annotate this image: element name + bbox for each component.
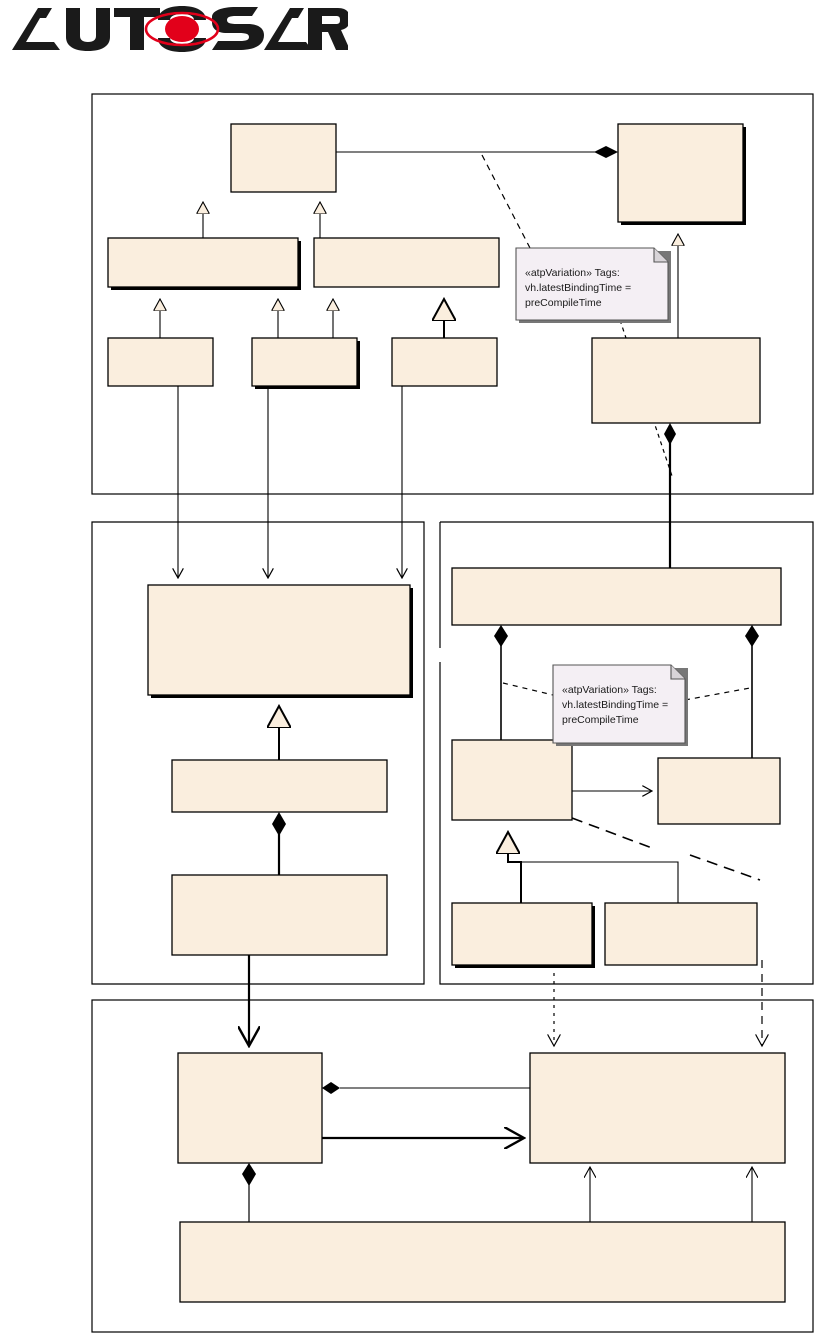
connectors-middle-right-to-bottom xyxy=(554,960,762,1046)
class-box-rect[interactable] xyxy=(391,337,498,387)
uml-note-fold-icon xyxy=(670,665,685,680)
uml-note-line: «atpVariation» Tags: xyxy=(525,267,620,279)
class-box[interactable] xyxy=(529,1052,786,1164)
class-box-rect[interactable] xyxy=(179,1221,786,1303)
class-box[interactable] xyxy=(451,902,595,968)
class-box-rect[interactable] xyxy=(591,337,761,424)
class-box-rect[interactable] xyxy=(107,337,214,387)
frame-bottom xyxy=(91,999,814,1333)
class-box-rect[interactable] xyxy=(451,567,782,626)
class-box[interactable] xyxy=(147,584,413,698)
class-box[interactable] xyxy=(657,757,781,825)
class-box[interactable] xyxy=(451,567,782,626)
class-box-rect[interactable] xyxy=(451,902,593,966)
class-box[interactable] xyxy=(451,739,573,821)
connectors-top-to-middle-left xyxy=(178,386,402,578)
uml-note-fold-icon xyxy=(653,248,668,263)
class-box[interactable] xyxy=(617,123,746,225)
connectors-bottom-frame xyxy=(242,1082,752,1222)
note-layer: «atpVariation» Tags: vh.latestBindingTime… xyxy=(515,247,688,746)
class-box[interactable] xyxy=(391,337,498,387)
class-box[interactable] xyxy=(179,1221,786,1303)
uml-note-line: «atpVariation» Tags: xyxy=(562,684,657,696)
class-box-rect[interactable] xyxy=(451,739,573,821)
class-box[interactable] xyxy=(313,237,500,288)
class-box-rect[interactable] xyxy=(313,237,500,288)
class-box-rect[interactable] xyxy=(171,874,388,956)
uml-note[interactable]: «atpVariation» Tags: vh.latestBindingTime… xyxy=(552,664,688,746)
uml-note-line: vh.latestBindingTime = xyxy=(525,282,631,294)
frame-middle-right xyxy=(439,521,814,985)
class-box-rect[interactable] xyxy=(230,123,337,193)
class-box-rect[interactable] xyxy=(107,237,299,288)
uml-note[interactable]: «atpVariation» Tags: vh.latestBindingTime… xyxy=(515,247,671,323)
class-box[interactable] xyxy=(591,337,761,424)
class-box-rect[interactable] xyxy=(604,902,758,966)
class-box[interactable] xyxy=(177,1052,323,1164)
uml-note-body[interactable] xyxy=(515,247,669,321)
connectors-middle-left-frame xyxy=(249,706,286,1046)
class-box-rect[interactable] xyxy=(171,759,388,813)
class-box-rect[interactable] xyxy=(617,123,744,223)
class-box[interactable] xyxy=(251,337,360,389)
class-box-rect[interactable] xyxy=(251,337,358,387)
logo-red-ellipse xyxy=(144,11,220,47)
class-box[interactable] xyxy=(171,874,388,956)
uml-note-line: preCompileTime xyxy=(562,714,639,726)
class-box-rect[interactable] xyxy=(529,1052,786,1164)
class-box[interactable] xyxy=(230,123,337,193)
class-box[interactable] xyxy=(107,237,301,290)
class-box[interactable] xyxy=(604,902,758,966)
class-box-layer xyxy=(107,123,786,1303)
class-box[interactable] xyxy=(171,759,388,813)
frame-top xyxy=(91,93,814,495)
uml-note-line: vh.latestBindingTime = xyxy=(562,699,668,711)
connectors-middle-right-frame xyxy=(494,625,761,903)
class-box-rect[interactable] xyxy=(147,584,411,696)
class-box-rect[interactable] xyxy=(657,757,781,825)
class-box[interactable] xyxy=(107,337,214,387)
uml-note-body[interactable] xyxy=(552,664,686,744)
class-box-rect[interactable] xyxy=(177,1052,323,1164)
uml-note-line: preCompileTime xyxy=(525,297,602,309)
frame-middle-left xyxy=(91,521,425,985)
autosar-logo xyxy=(12,6,348,52)
